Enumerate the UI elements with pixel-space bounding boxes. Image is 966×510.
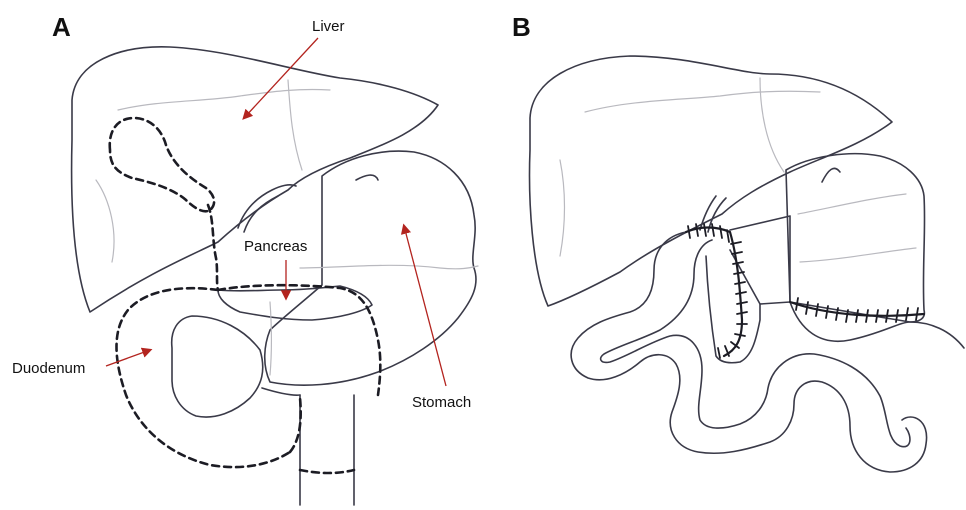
duodenal-inner-a	[172, 316, 263, 417]
panel-b-drawing	[530, 56, 964, 472]
panel-a-drawing	[72, 47, 476, 505]
liver-label: Liver	[312, 18, 345, 35]
liver-arrow	[244, 38, 318, 118]
roux-limb-b	[706, 256, 760, 363]
duodenum-outer-dashed	[117, 288, 291, 467]
stomach-label: Stomach	[412, 394, 471, 411]
stomach-fundus-b	[822, 168, 840, 182]
panel-a-arrows	[106, 38, 446, 386]
common-bile-duct-dashed	[208, 205, 218, 290]
stomach-fundus-a	[356, 175, 378, 180]
pancreas-label: Pancreas	[244, 238, 307, 255]
duodenum-label: Duodenum	[12, 360, 85, 377]
jejunum-a	[300, 395, 354, 505]
liver-b	[530, 56, 892, 306]
duodenum-inner-dashed	[290, 398, 301, 452]
panel-a-dashed	[110, 118, 381, 473]
liver-a	[72, 47, 438, 312]
duodenum-arrow	[106, 350, 150, 366]
bile-duct-a	[238, 185, 296, 232]
stomach-arrow	[404, 226, 446, 386]
jejunum-dashed-cut	[300, 470, 354, 473]
pyloric-fold-a	[262, 388, 300, 395]
panel-label-b: B	[512, 12, 531, 43]
gallbladder-dashed	[110, 118, 214, 211]
stomach-b	[786, 154, 925, 322]
panel-b-faint	[560, 78, 916, 262]
panel-label-a: A	[52, 12, 71, 43]
jejunum-loops-b-inner	[601, 240, 910, 447]
panel-b-sutures	[686, 224, 924, 358]
suture-ticks	[688, 224, 918, 358]
